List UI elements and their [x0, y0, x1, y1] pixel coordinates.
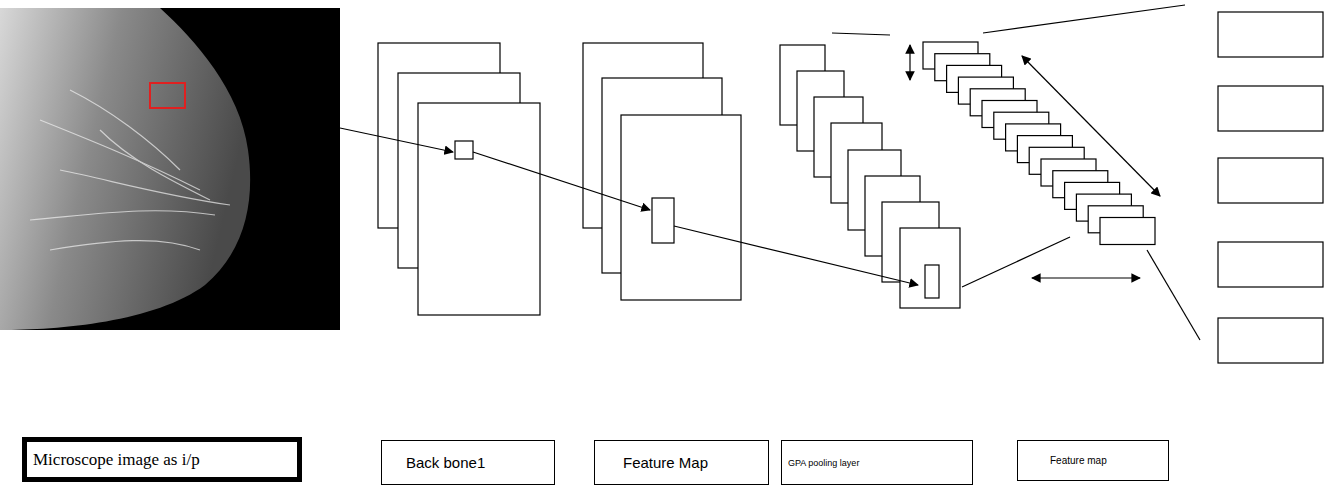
mammogram-image: [0, 8, 340, 330]
layer-label-box: Feature map: [1017, 440, 1169, 481]
layer-label-box: GPA pooling layer: [781, 440, 973, 485]
layer-stacks: [378, 43, 960, 315]
output-boxes: [1218, 12, 1323, 363]
node-label: Back bone1: [406, 454, 485, 471]
feature-vector-stack: [923, 42, 1155, 245]
layer-label-box: Feature Map: [594, 440, 769, 485]
node-label: GPA pooling layer: [788, 458, 859, 468]
feature-cell: [1100, 218, 1155, 245]
node-label: Feature map: [1050, 455, 1107, 466]
leader-lines: [340, 5, 1200, 340]
node-label: Microscope image as i/p: [33, 450, 200, 470]
input-label-box: Microscope image as i/p: [22, 437, 302, 482]
node-label: Feature Map: [623, 454, 708, 471]
layer-label-box: Back bone1: [381, 440, 555, 485]
